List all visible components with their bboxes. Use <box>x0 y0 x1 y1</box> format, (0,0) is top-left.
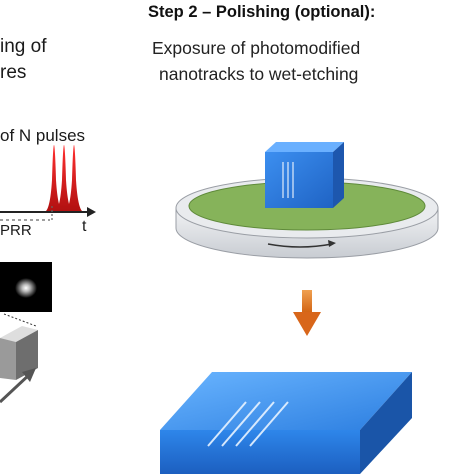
pulse-train <box>44 145 84 212</box>
beam-connector-dashed <box>3 313 37 327</box>
cube-front <box>265 152 333 208</box>
slab-right <box>360 372 412 474</box>
pulse-peak-3 <box>64 145 84 212</box>
step-description-line-2: nanotracks to wet-etching <box>159 64 359 84</box>
cube-top <box>265 142 344 152</box>
left-sample-block <box>0 326 38 380</box>
slab-top <box>160 372 412 430</box>
pulse-peak-2 <box>54 145 74 212</box>
slab-nanotrack-4 <box>249 401 289 447</box>
step-title: Step 2 – Polishing (optional): <box>148 3 376 21</box>
left-text-line-2: res <box>0 62 27 83</box>
prr-label: PRR <box>0 222 32 239</box>
scan-direction-arrow <box>0 368 36 404</box>
down-arrow-icon <box>293 290 321 336</box>
step-description-line-1: Exposure of photomodified <box>152 38 361 58</box>
slab-front <box>160 430 360 474</box>
left-text-line-1: ing of <box>0 36 47 57</box>
cube-right <box>333 142 344 208</box>
time-axis-arrowhead <box>87 207 96 217</box>
slab-nanotrack-1 <box>207 401 247 447</box>
slab-nanotrack-3 <box>235 401 275 447</box>
blue-cube-sample <box>265 142 344 208</box>
pulse-count-label: of N pulses <box>0 126 86 145</box>
slab-nanotrack-2 <box>221 401 261 447</box>
pulse-peak-1 <box>44 145 64 212</box>
beam-spot-image <box>0 262 52 312</box>
polished-slab <box>160 372 412 474</box>
time-axis-label: t <box>82 218 87 235</box>
rotation-arrow-icon <box>267 240 336 248</box>
